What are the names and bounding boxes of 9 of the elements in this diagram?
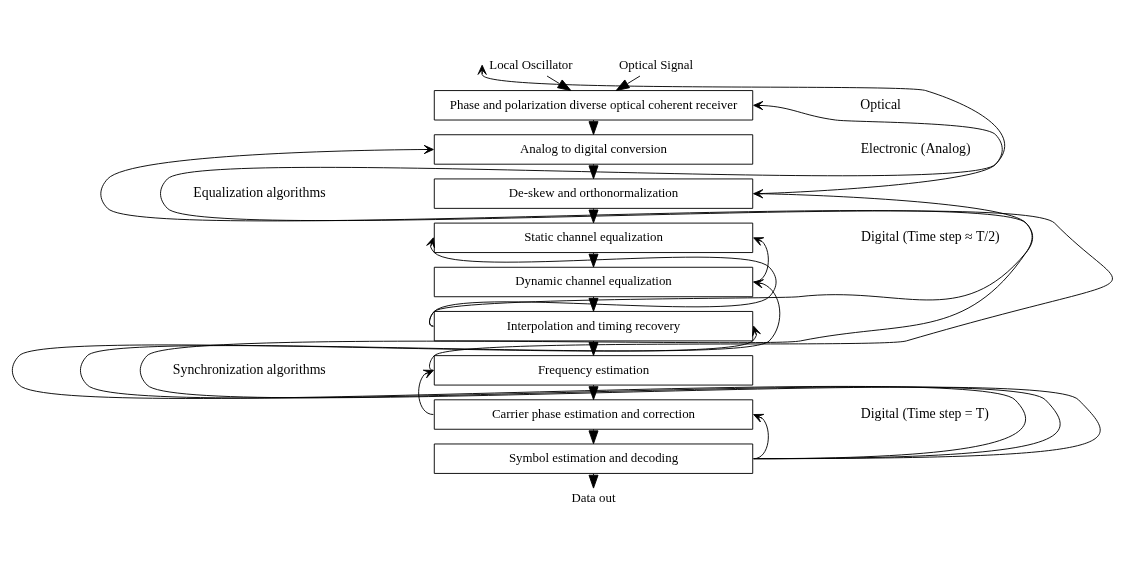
label: Optical — [860, 96, 901, 112]
label: Synchronization algorithms — [172, 361, 326, 377]
node-text: Data out — [571, 490, 616, 505]
label: Electronic (Analog) — [860, 140, 971, 156]
label: Equalization algorithms — [193, 184, 326, 200]
label: Digital (Time step = T) — [860, 405, 989, 421]
label: Digital (Time step ≈ T/2) — [861, 228, 1000, 244]
node-text: Local Oscillator — [489, 57, 573, 72]
node-text: Optical Signal — [619, 57, 694, 72]
